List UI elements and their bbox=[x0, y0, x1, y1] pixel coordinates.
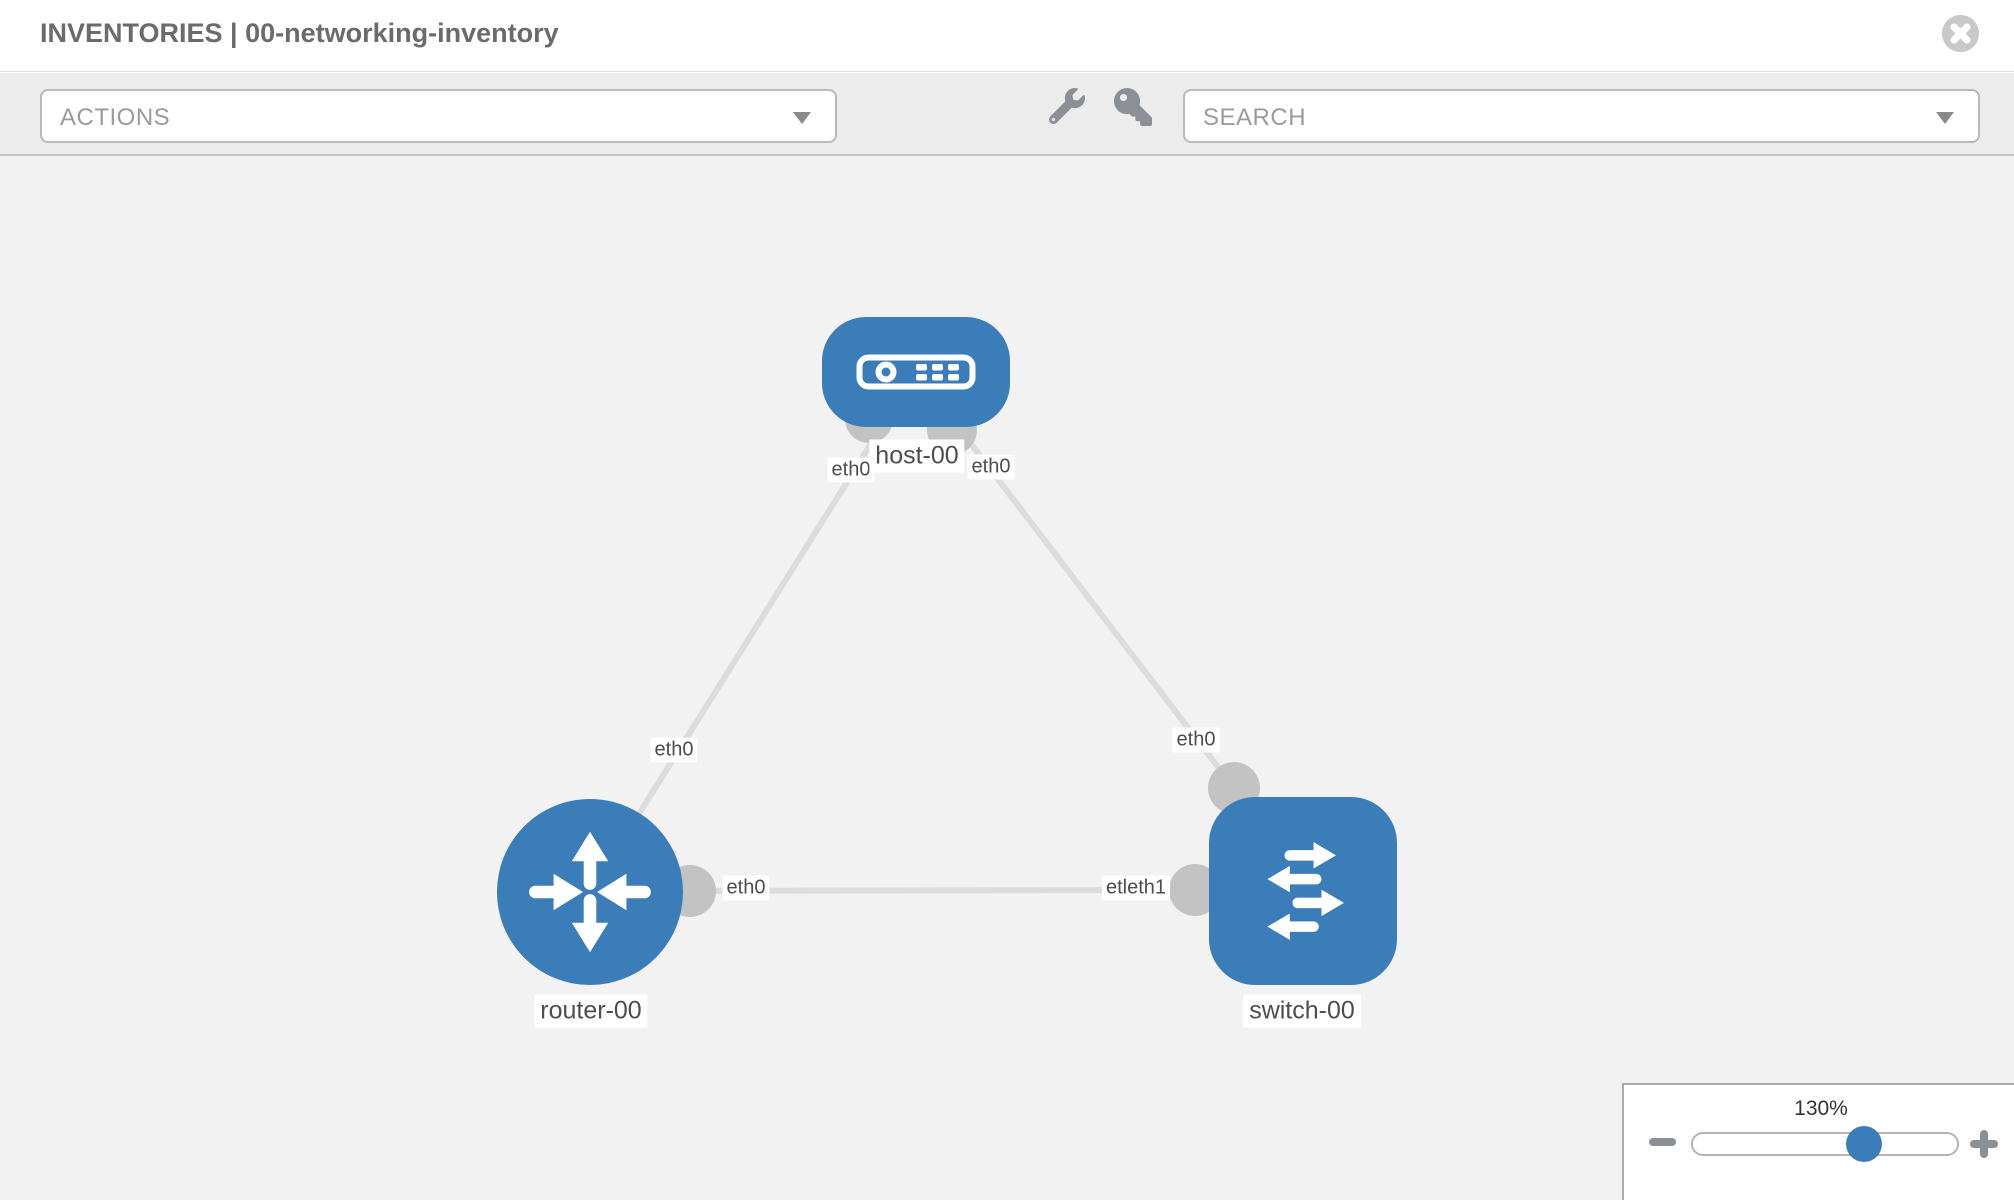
close-icon bbox=[1942, 15, 1979, 52]
port-label: eth0 bbox=[1172, 727, 1220, 753]
port-label: eth0 bbox=[650, 737, 698, 763]
port-label: eth0 bbox=[967, 454, 1015, 480]
zoom-level-value: 130% bbox=[1794, 1097, 1848, 1120]
caret-down-icon bbox=[1936, 112, 1954, 124]
node-router-00[interactable] bbox=[497, 799, 683, 985]
node-label-router-00: router-00 bbox=[534, 994, 648, 1028]
port-label: eth0 bbox=[827, 457, 875, 483]
zoom-slider-track[interactable] bbox=[1691, 1132, 1959, 1156]
actions-dropdown[interactable]: ACTIONS bbox=[40, 89, 837, 143]
node-switch-00[interactable] bbox=[1209, 797, 1397, 985]
header: INVENTORIES | 00-networking-inventory bbox=[0, 0, 2014, 72]
port-label: eth0 bbox=[722, 875, 770, 901]
topology-links-layer bbox=[587, 370, 1260, 917]
page-title: INVENTORIES | 00-networking-inventory bbox=[40, 18, 559, 48]
zoom-slider-knob[interactable] bbox=[1846, 1126, 1882, 1162]
port-dot bbox=[1169, 864, 1221, 916]
key-button[interactable] bbox=[1114, 88, 1152, 126]
wrench-button[interactable] bbox=[1048, 88, 1087, 126]
zoom-in-button[interactable] bbox=[1970, 1130, 1998, 1158]
server-icon bbox=[856, 354, 976, 390]
key-icon bbox=[1114, 88, 1152, 126]
search-dropdown[interactable]: SEARCH bbox=[1183, 89, 1980, 143]
actions-dropdown-label: ACTIONS bbox=[60, 104, 171, 131]
zoom-control-panel: 130% bbox=[1622, 1083, 2014, 1200]
wrench-icon bbox=[1048, 88, 1085, 125]
topology-canvas[interactable]: eth0 eth0 eth0 eth0 eth0 etleth1 host-00… bbox=[0, 156, 2014, 1200]
close-button[interactable] bbox=[1942, 15, 1979, 52]
node-label-switch-00: switch-00 bbox=[1243, 994, 1361, 1028]
router-icon bbox=[529, 831, 651, 953]
toolbar: ACTIONS SEARCH bbox=[0, 73, 2014, 156]
search-dropdown-label: SEARCH bbox=[1203, 104, 1307, 131]
node-host-00[interactable] bbox=[822, 317, 1010, 427]
switch-icon bbox=[1267, 842, 1344, 940]
node-label-host-00: host-00 bbox=[869, 439, 965, 473]
port-label: etleth1 bbox=[1101, 875, 1171, 901]
zoom-out-button[interactable] bbox=[1649, 1138, 1676, 1146]
caret-down-icon bbox=[793, 112, 811, 124]
